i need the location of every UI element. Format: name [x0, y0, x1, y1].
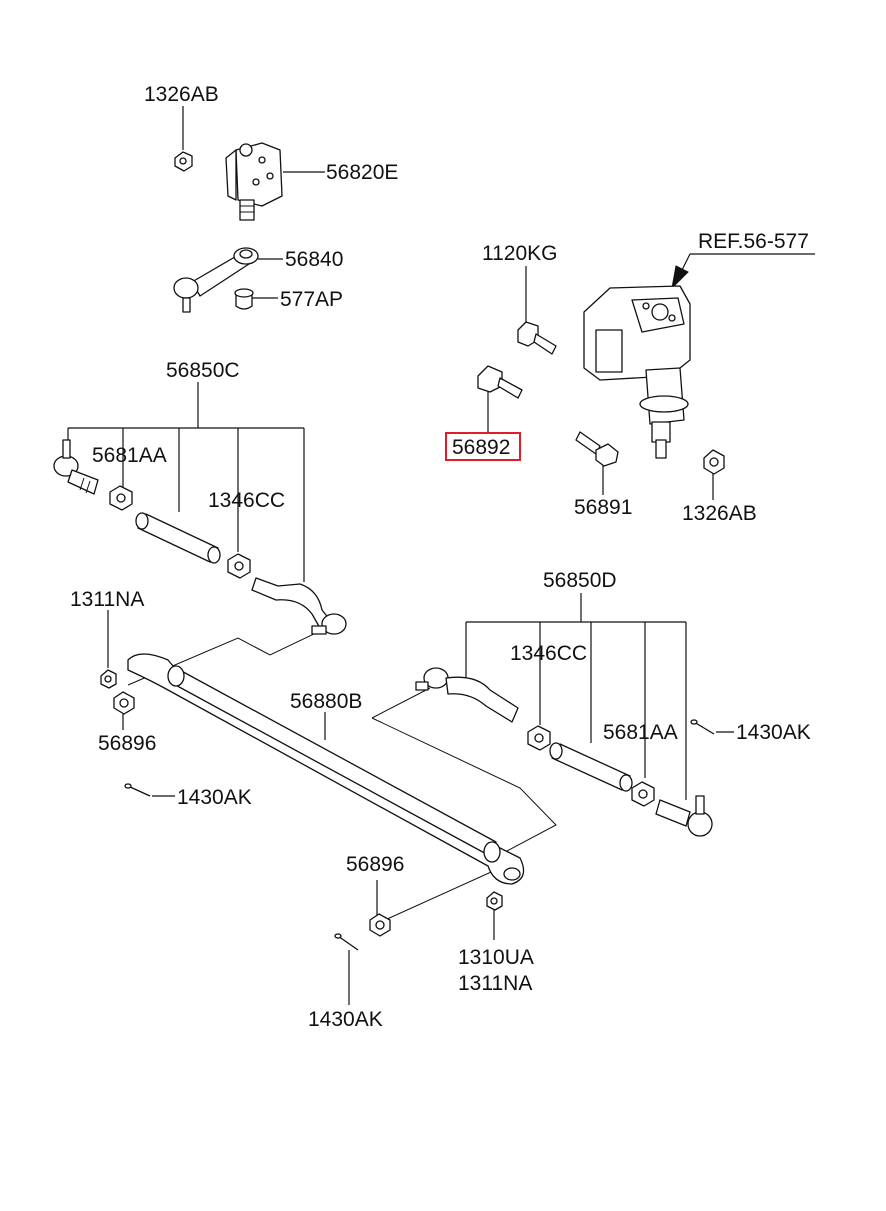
alignment-lines [127, 631, 557, 921]
nut-56896-left [113, 691, 135, 715]
leader-lines [67, 106, 815, 1005]
label-56840[interactable]: 56840 [285, 248, 343, 271]
label-56892[interactable]: 56892 [452, 436, 510, 459]
steering-gear-ref [583, 285, 691, 459]
nut-5681AA-right [631, 781, 655, 807]
nut-1326AB-right [703, 449, 725, 475]
tie-rod-end-left-56850C [53, 439, 99, 495]
label-56880B[interactable]: 56880B [290, 690, 362, 713]
label-1430AK-right[interactable]: 1430AK [736, 721, 811, 744]
label-5681AA-right[interactable]: 5681AA [603, 721, 678, 744]
nut-1311NA-left [100, 669, 117, 689]
nut-1346CC-right [527, 725, 551, 751]
label-1346CC-left[interactable]: 1346CC [208, 489, 285, 512]
highlight-box-56892 [445, 432, 521, 461]
label-56850D[interactable]: 56850D [543, 569, 617, 592]
cap-577AP [234, 288, 254, 310]
label-577AP[interactable]: 577AP [280, 288, 343, 311]
cotter-pin-1430AK-left [124, 783, 151, 797]
tie-rod-end-inner-left [251, 577, 347, 635]
label-1311NA-bottom[interactable]: 1311NA [458, 972, 532, 995]
tie-rod-end-outer-right [655, 795, 713, 837]
label-ref-56-577[interactable]: REF.56-577 [698, 230, 809, 253]
label-1430AK-bottom[interactable]: 1430AK [308, 1008, 383, 1031]
sleeve-right [549, 742, 633, 792]
label-1326AB-right[interactable]: 1326AB [682, 502, 757, 525]
label-56850C[interactable]: 56850C [166, 359, 240, 382]
label-1326AB-top[interactable]: 1326AB [144, 83, 219, 106]
drag-link-56880B [127, 653, 525, 885]
label-56891[interactable]: 56891 [574, 496, 632, 519]
label-1120KG[interactable]: 1120KG [482, 242, 558, 265]
bracket-56820E [225, 142, 283, 221]
tie-rod-end-inner-right [415, 667, 519, 723]
label-56896-left[interactable]: 56896 [98, 732, 156, 755]
cotter-pin-1430AK-bottom [334, 933, 359, 951]
label-1311NA-left[interactable]: 1311NA [70, 588, 144, 611]
bolt-56892 [477, 365, 523, 399]
bolt-1120KG [517, 321, 557, 355]
nut-56896-bottom [369, 913, 391, 937]
nut-1310UA-1311NA [486, 891, 503, 911]
label-1346CC-right[interactable]: 1346CC [510, 642, 587, 665]
bolt-56891 [575, 431, 619, 467]
cotter-pin-1430AK-right [690, 719, 715, 735]
label-5681AA-left[interactable]: 5681AA [92, 444, 167, 467]
nut-5681AA-left [109, 485, 133, 511]
label-56896-bottom[interactable]: 56896 [346, 853, 404, 876]
label-1430AK-left[interactable]: 1430AK [177, 786, 252, 809]
nut-1346CC-left [227, 553, 251, 579]
pitman-arm-56840 [173, 247, 259, 313]
nut-1326AB-top [174, 151, 193, 172]
label-1310UA[interactable]: 1310UA [458, 946, 534, 969]
labels: 1326AB 56820E 56840 577AP 1120KG REF.56-… [70, 83, 811, 1031]
label-56820E[interactable]: 56820E [326, 161, 398, 184]
sleeve-left [135, 512, 221, 564]
